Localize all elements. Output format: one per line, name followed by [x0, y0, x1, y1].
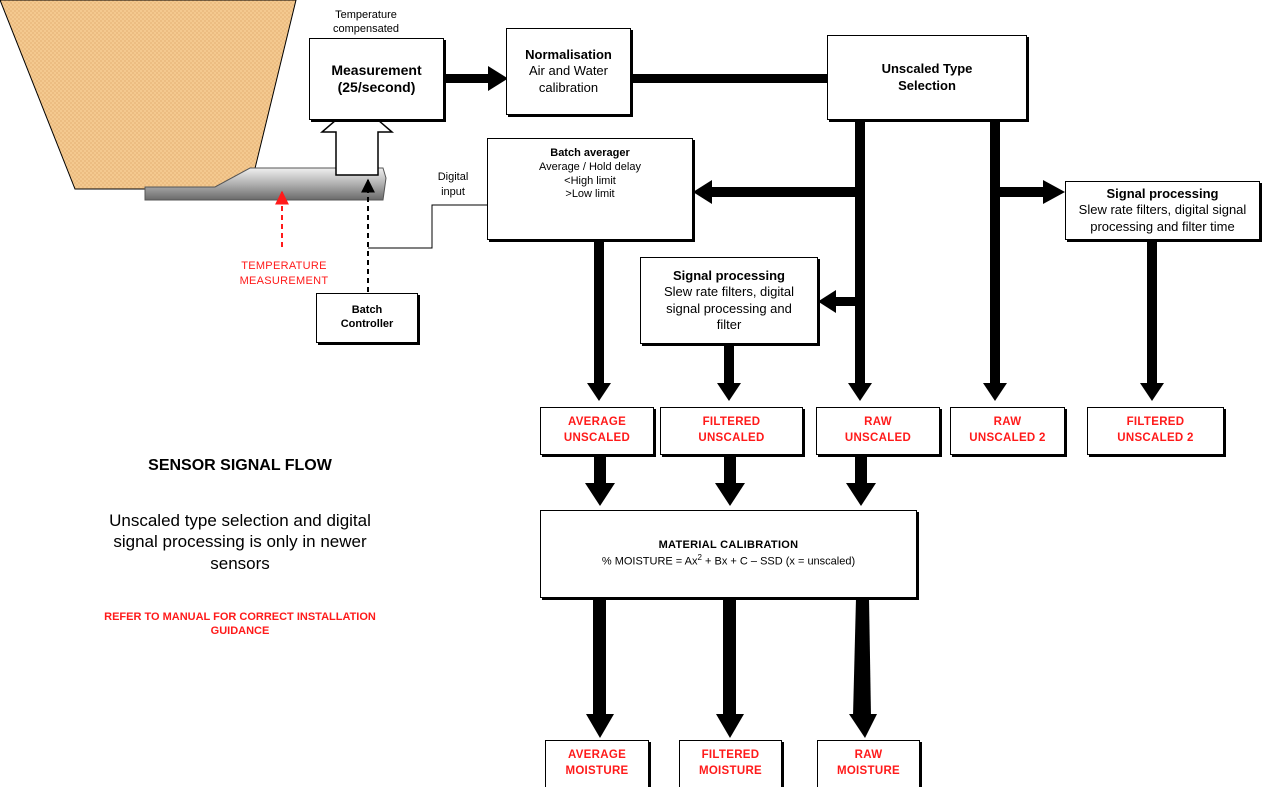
normalisation-sub: Air and Water calibration — [529, 63, 608, 95]
batch-averager-line1: Average / Hold delay — [539, 160, 641, 173]
measurement-rate: (25/second) — [337, 79, 416, 95]
batch-controller-title: Batch Controller — [340, 304, 394, 330]
batch-averager-box: Batch averager Average / Hold delay <Hig… — [487, 138, 693, 240]
filtered-unscaled-2-box: FILTERED UNSCALED 2 — [1087, 407, 1224, 455]
diagram-note: Unscaled type selection and digital sign… — [109, 511, 371, 573]
batch-averager-line2: <High limit — [564, 174, 616, 187]
output-label: MOISTURE — [698, 765, 763, 777]
sensor-shape — [144, 167, 387, 201]
signal-processing-mid-sub: Slew rate filters, digital signal proces… — [663, 284, 795, 332]
batch-averager-title: Batch averager — [550, 147, 630, 159]
output-label: UNSCALED — [563, 432, 631, 444]
hopper-shape — [0, 0, 297, 190]
batch-controller-box: Batch Controller — [316, 293, 418, 343]
output-label: UNSCALED 2 — [1117, 432, 1194, 444]
output-label: FILTERED — [701, 749, 760, 762]
unscaled-type-selection-box: Unscaled Type Selection — [827, 35, 1027, 120]
measurement-title: Measurement — [331, 61, 422, 78]
raw-unscaled-box: RAW UNSCALED — [816, 407, 940, 455]
batch-averager-line3: >Low limit — [565, 188, 615, 201]
output-label: AVERAGE — [567, 416, 627, 429]
material-calibration-title: MATERIAL CALIBRATION — [658, 538, 799, 551]
digital-input-line — [368, 204, 487, 249]
signal-processing-right-sub: Slew rate filters, digital signal proces… — [1078, 202, 1247, 234]
output-label: FILTERED — [1126, 416, 1185, 429]
diagram-title: SENSOR SIGNAL FLOW — [148, 457, 332, 474]
unscaled-type-title: Unscaled Type Selection — [881, 61, 973, 93]
output-label: RAW — [993, 416, 1022, 429]
normalisation-title: Normalisation — [525, 47, 612, 63]
signal-processing-right-box: Signal processing Slew rate filters, dig… — [1065, 181, 1260, 240]
temperature-compensated-label: Temperature compensated — [332, 9, 400, 36]
output-label: UNSCALED 2 — [969, 432, 1046, 444]
measurement-box: Measurement (25/second) — [309, 38, 444, 120]
output-label: UNSCALED — [698, 432, 765, 444]
installation-warning: REFER TO MANUAL FOR CORRECT INSTALLATION… — [104, 611, 376, 638]
output-label: FILTERED — [702, 416, 761, 429]
raw-unscaled-2-box: RAW UNSCALED 2 — [950, 407, 1065, 455]
output-label: RAW — [864, 416, 892, 429]
output-label: AVERAGE — [567, 749, 627, 762]
output-label: MOISTURE — [836, 765, 901, 777]
normalisation-box: Normalisation Air and Water calibration — [506, 28, 631, 115]
output-label: RAW — [854, 749, 883, 762]
signal-processing-mid-title: Signal processing — [673, 268, 785, 283]
average-moisture-box: AVERAGE MOISTURE — [545, 740, 649, 787]
digital-input-label: Digital input — [437, 171, 469, 198]
average-unscaled-box: AVERAGE UNSCALED — [540, 407, 654, 455]
signal-processing-mid-box: Signal processing Slew rate filters, dig… — [640, 257, 818, 344]
raw-moisture-box: RAW MOISTURE — [817, 740, 920, 787]
material-calibration-box: MATERIAL CALIBRATION % MOISTURE = Ax2 + … — [540, 510, 917, 598]
filtered-unscaled-box: FILTERED UNSCALED — [660, 407, 803, 455]
filtered-moisture-box: FILTERED MOISTURE — [679, 740, 782, 787]
output-label: UNSCALED — [844, 432, 912, 444]
temperature-measurement-label: TEMPERATURE MEASUREMENT — [239, 260, 329, 288]
output-label: MOISTURE — [565, 765, 629, 777]
signal-processing-right-title: Signal processing — [1106, 186, 1219, 202]
moisture-formula: % MOISTURE = Ax2 + Bx + C – SSD (x = uns… — [601, 552, 856, 568]
